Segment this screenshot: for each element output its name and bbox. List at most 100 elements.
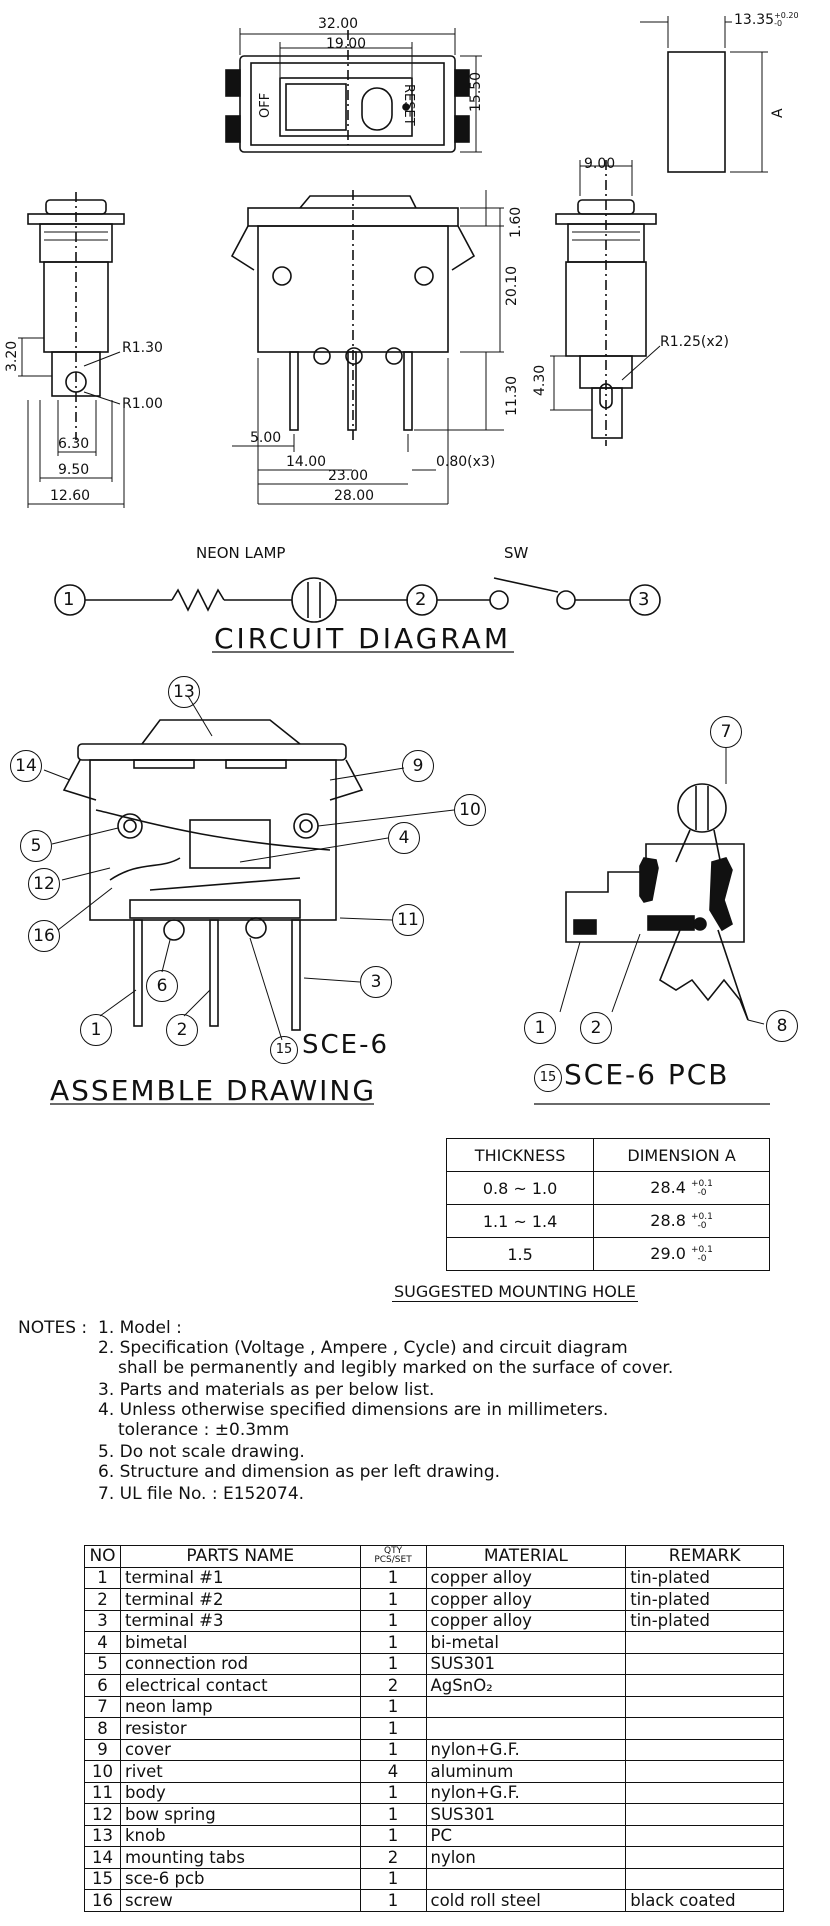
part-name-cell: resistor [119,1717,361,1740]
off-label: OFF [258,92,273,118]
assemble-title: ASSEMBLE DRAWING [50,1074,377,1107]
part-name-cell: terminal #1 [119,1566,361,1589]
dimension-a-header: DIMENSION A [593,1138,770,1172]
circuit-title: CIRCUIT DIAGRAM [214,622,511,655]
part-name-cell: terminal #2 [119,1588,361,1611]
part-qty-cell: 1 [359,1781,427,1804]
col-material: MATERIAL [425,1545,627,1568]
note-line: 5. Do not scale drawing. [98,1442,305,1462]
part-name-cell: connection rod [119,1652,361,1675]
part-qty-cell: 1 [359,1803,427,1826]
node-1: 1 [63,589,75,610]
col-parts-name: PARTS NAME [119,1545,361,1568]
part-name-cell: cover [119,1738,361,1761]
callout-16: 16 [28,920,60,952]
part-qty-cell: 1 [359,1588,427,1611]
part-qty-cell: 1 [359,1609,427,1632]
dim-text: 1.60 [508,206,524,238]
part-no-cell: 2 [84,1588,121,1611]
note-line: 4. Unless otherwise specified dimensions… [98,1400,609,1420]
part-no-cell: 12 [84,1803,121,1826]
part-remark-cell [625,1803,784,1826]
part-material-cell: cold roll steel [425,1889,627,1912]
col-remark: REMARK [625,1545,784,1568]
part-remark-cell [625,1674,784,1697]
part-material-cell: copper alloy [425,1609,627,1632]
dim-text: 6.30 [58,436,90,452]
part-name-cell: bow spring [119,1803,361,1826]
top-view [225,28,482,153]
part-material-cell: SUS301 [425,1803,627,1826]
part-qty-cell: 2 [359,1674,427,1697]
dim-cell: 28.4 +0.1-0 [593,1171,770,1205]
sce6-label: SCE-6 [302,1030,390,1060]
part-material-cell [425,1867,627,1890]
part-qty-cell: 1 [359,1824,427,1847]
part-name-cell: knob [119,1824,361,1847]
dim-text: 19.00 [326,36,367,52]
part-no-cell: 15 [84,1867,121,1890]
dim-text: 3.20 [4,340,20,372]
table-row: 0.8 ~ 1.0 28.4 +0.1-0 [445,1171,770,1205]
part-qty-cell: 1 [359,1695,427,1718]
part-name-cell: bimetal [119,1631,361,1654]
part-material-cell: copper alloy [425,1566,627,1589]
callout-13: 13 [168,676,200,708]
callout-4: 4 [388,822,420,854]
dim-text: 11.30 [504,375,520,416]
part-name-cell: mounting tabs [119,1846,361,1869]
table-row: 1.5 29.0 +0.1-0 [445,1237,770,1271]
part-remark-cell [625,1867,784,1890]
thickness-cell: 1.5 [445,1237,595,1271]
col-no: NO [84,1545,121,1568]
part-remark-cell [625,1717,784,1740]
callout-9: 9 [402,750,434,782]
dim-text: 12.60 [50,488,91,504]
part-no-cell: 5 [84,1652,121,1675]
dim-text: 15.50 [468,71,484,112]
dim-text: 5.00 [250,430,282,446]
part-no-cell: 10 [84,1760,121,1783]
part-remark-cell [625,1824,784,1847]
thickness-header: THICKNESS [445,1138,595,1172]
callout-1: 1 [80,1014,112,1046]
technical-drawing [18,16,770,1105]
part-qty-cell: 1 [359,1889,427,1912]
sw-label: SW [504,544,529,562]
callout-3: 3 [360,966,392,998]
callout-2: 2 [166,1014,198,1046]
dim-text: R1.00 [122,396,163,412]
dim-text: 9.00 [584,156,616,172]
dim-text: 13.35+0.20-0 [734,11,799,29]
part-material-cell [425,1717,627,1740]
dim-text: R1.30 [122,340,163,356]
part-material-cell: bi-metal [425,1631,627,1654]
part-no-cell: 16 [84,1889,121,1912]
side-view-a [640,16,768,173]
callout-10: 10 [454,794,486,826]
dim-text: 9.50 [58,462,90,478]
dim-text: 4.30 [532,364,548,396]
part-remark-cell [625,1781,784,1804]
node-2: 2 [415,589,427,610]
assemble-drawing [43,695,455,1105]
part-material-cell: copper alloy [425,1588,627,1611]
part-material-cell: nylon+G.F. [425,1738,627,1761]
neon-lamp-label: NEON LAMP [196,544,286,562]
part-name-cell: screw [119,1889,361,1912]
part-name-cell: neon lamp [119,1695,361,1718]
note-line: 2. Specification (Voltage , Ampere , Cyc… [98,1338,628,1358]
mounting-hole-table: THICKNESS DIMENSION A 0.8 ~ 1.0 28.4 +0.… [445,1138,770,1271]
part-material-cell: aluminum [425,1760,627,1783]
note-line: 1. Model : [98,1318,182,1338]
